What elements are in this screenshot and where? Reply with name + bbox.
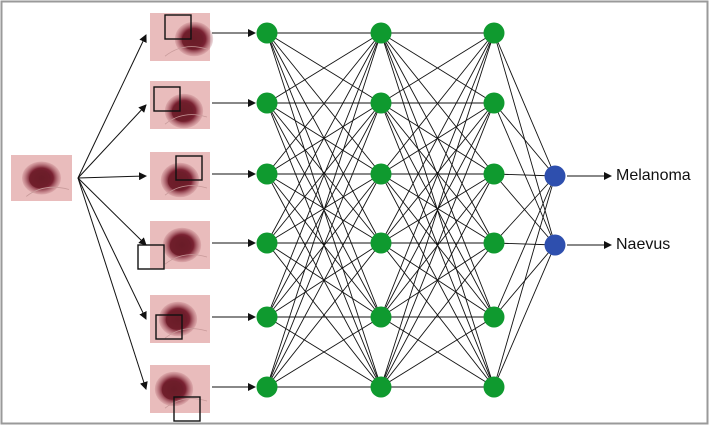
hidden-node: [483, 306, 505, 328]
crop-square-icon: [164, 14, 192, 40]
patch-image: [150, 365, 210, 413]
connection-edge: [380, 173, 495, 244]
hair-strand: [26, 186, 70, 197]
output-label-melanoma: Melanoma: [616, 167, 691, 184]
lesion-core: [165, 310, 187, 330]
connection-edge: [380, 102, 495, 388]
hidden-node: [256, 163, 278, 185]
nodes-group: [256, 22, 566, 398]
connection-edge: [266, 32, 382, 318]
connection-edge: [380, 242, 495, 388]
connection-edge: [266, 32, 382, 388]
hidden-node: [256, 376, 278, 398]
connection-edge: [493, 175, 556, 318]
connection-edge: [266, 173, 382, 388]
hidden-node: [256, 232, 278, 254]
connection-edge: [380, 316, 495, 388]
connection-edge: [493, 175, 556, 244]
hidden-node: [256, 92, 278, 114]
connection-edge: [380, 32, 495, 104]
connection-edge: [266, 316, 382, 388]
hidden-node: [370, 163, 392, 185]
crop-square-icon: [155, 314, 183, 340]
output-node: [544, 234, 566, 256]
crop-square-icon: [137, 244, 165, 270]
crop-square-icon: [175, 155, 203, 181]
connection-edge: [266, 242, 382, 388]
input-to-patch-arrow: [77, 177, 147, 320]
lesion-core: [161, 380, 183, 400]
hidden-node: [483, 22, 505, 44]
hidden-node: [483, 232, 505, 254]
connection-edge: [493, 102, 556, 246]
connection-edge: [266, 32, 382, 104]
hidden-node: [483, 376, 505, 398]
crop-square-icon: [173, 396, 201, 422]
lesion-core: [181, 30, 203, 50]
hidden-node: [370, 92, 392, 114]
hidden-node: [256, 306, 278, 328]
input-to-patch-arrow: [77, 34, 147, 179]
lesion-core: [169, 236, 191, 256]
edges-group: [77, 29, 612, 391]
connection-edge: [266, 173, 382, 244]
hair-strand: [164, 46, 208, 57]
connection-edge: [493, 175, 556, 388]
connection-edge: [266, 32, 382, 175]
input-lesion-image: [11, 155, 72, 201]
connection-edge: [380, 173, 495, 388]
lesion-core: [29, 169, 50, 189]
connection-edge: [266, 102, 382, 388]
hidden-node: [370, 232, 392, 254]
output-label-naevus: Naevus: [616, 236, 670, 253]
connection-edge: [493, 32, 556, 177]
lesion-core: [167, 171, 189, 191]
patch-image: [150, 152, 210, 200]
connection-edge: [493, 102, 556, 177]
labels-group: Melanoma Naevus: [616, 167, 691, 253]
input-to-patch-arrow: [77, 177, 147, 246]
hair-strand: [164, 114, 208, 125]
connection-edge: [380, 32, 495, 388]
connection-edge: [380, 32, 495, 318]
hidden-node: [483, 92, 505, 114]
connection-edge: [380, 32, 495, 244]
patch-image: [150, 13, 214, 61]
images-group: [11, 13, 214, 422]
patch-image: [150, 295, 210, 343]
crop-square-icon: [153, 86, 181, 112]
hidden-node: [256, 22, 278, 44]
connection-edge: [266, 32, 382, 244]
hair-strand: [164, 254, 208, 265]
hidden-node: [370, 376, 392, 398]
hair-strand: [164, 398, 208, 409]
connection-edge: [380, 32, 495, 175]
lesion-core: [171, 102, 193, 122]
hidden-node: [370, 22, 392, 44]
output-node: [544, 165, 566, 187]
hair-strand: [164, 328, 208, 339]
hair-strand: [164, 185, 208, 196]
connection-edge: [266, 102, 382, 244]
input-to-patch-arrow: [77, 172, 147, 181]
input-to-patch-arrow: [77, 104, 147, 179]
connection-edge: [493, 244, 556, 388]
connection-edge: [380, 102, 495, 244]
hidden-node: [483, 163, 505, 185]
input-to-patch-arrow: [77, 177, 148, 390]
hidden-node: [370, 306, 392, 328]
